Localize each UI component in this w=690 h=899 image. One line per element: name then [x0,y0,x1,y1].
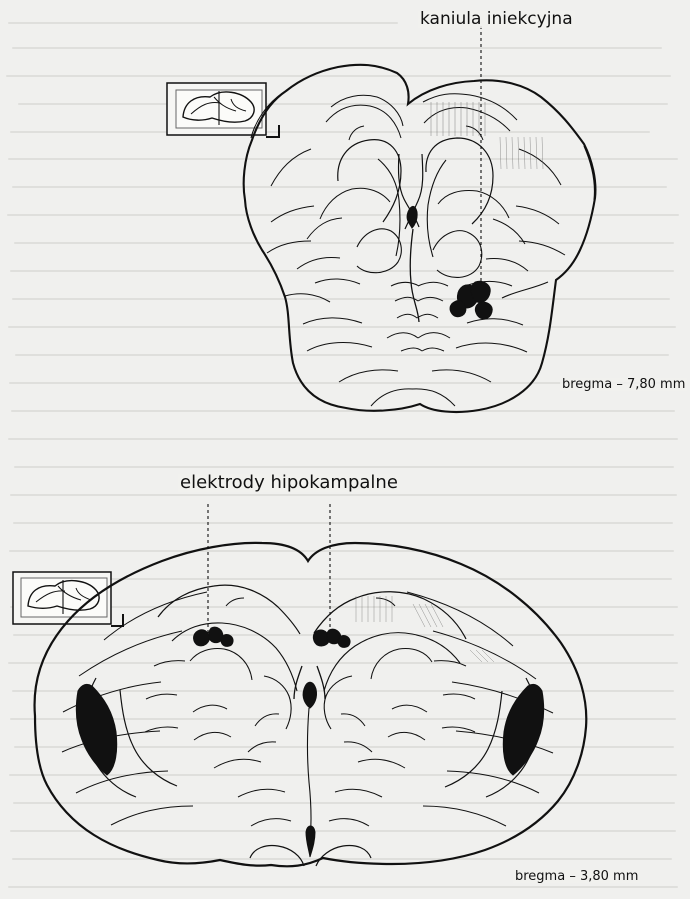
bregma-label-bottom: bregma – 3,80 mm [513,870,640,883]
brain-orientation-icon-bottom [13,572,123,626]
bregma-label-top: bregma – 7,80 mm [560,378,687,391]
brain-orientation-icon-top [167,83,279,137]
coronal-section-top [244,26,596,412]
hippocampal-electrodes-label: elektrody hipokampalne [178,474,400,492]
injection-cannula-label: kaniula iniekcyjna [418,11,575,28]
coronal-section-bottom [35,504,587,866]
